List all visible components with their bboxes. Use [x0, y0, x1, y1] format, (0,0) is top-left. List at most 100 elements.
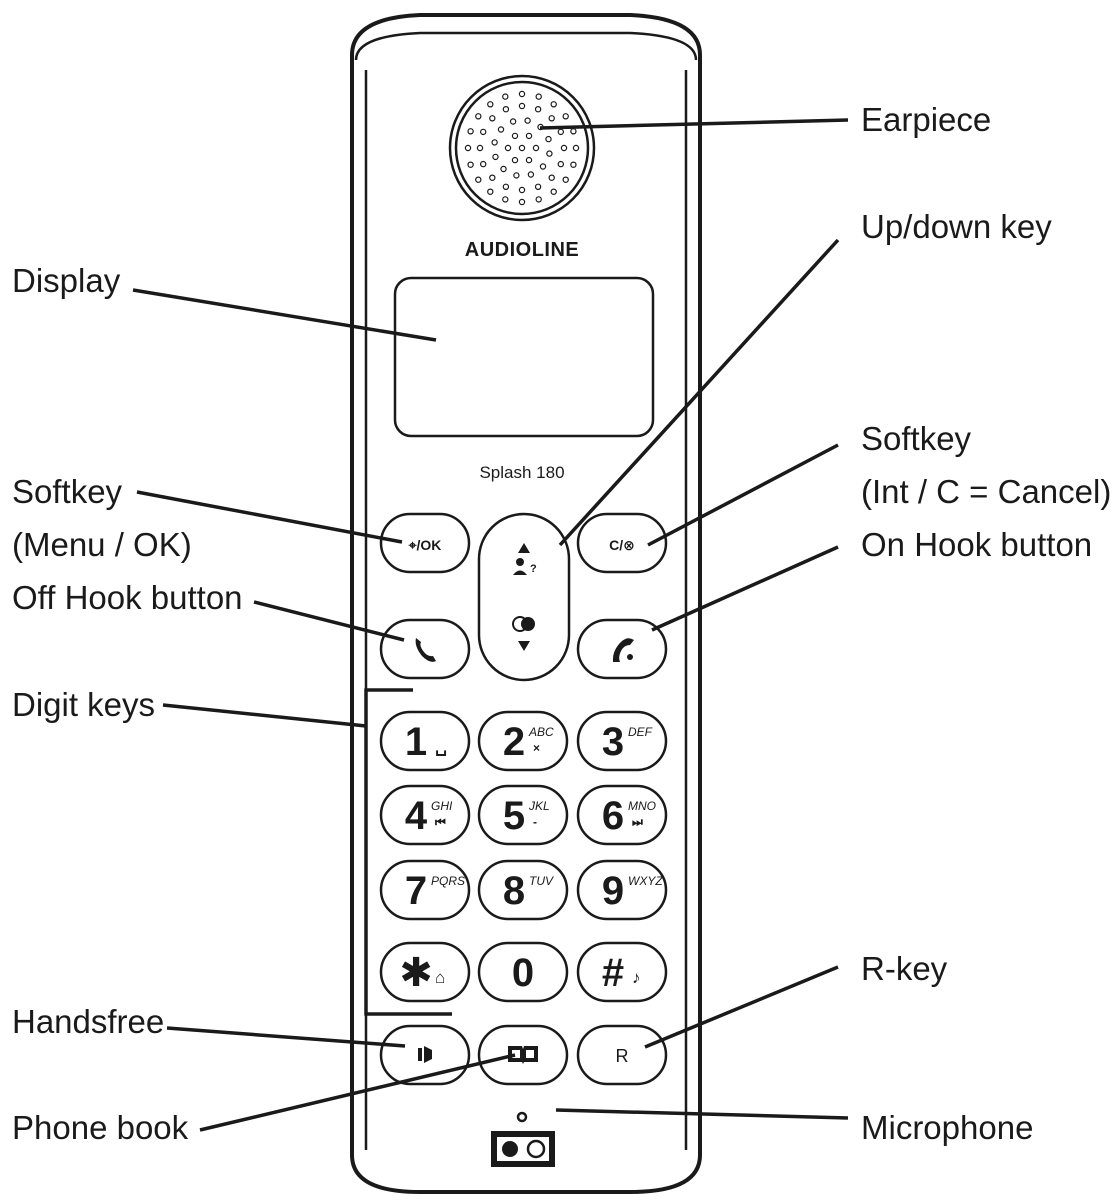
- label-softkey-right: Softkey: [861, 420, 972, 457]
- earpiece-hole: [562, 113, 569, 120]
- label-digit-keys: Digit keys: [12, 686, 155, 723]
- digit-key-11[interactable]: #♪: [576, 941, 668, 1003]
- label-softkey-right-desc: (Int / C = Cancel): [861, 473, 1111, 510]
- digit-key-10[interactable]: 0: [477, 941, 569, 1003]
- digit-key-number: 9: [602, 869, 624, 913]
- svg-text:?: ?: [530, 563, 537, 575]
- brand-logo: AUDIOLINE: [465, 239, 580, 261]
- callout-labels: Earpiece Up/down key Display Softkey (Me…: [12, 101, 1111, 1146]
- digit-key-outline: [576, 784, 668, 846]
- softkey-int-cancel-label: C/⊗: [609, 537, 635, 553]
- earpiece-hole: [545, 135, 552, 143]
- digit-key-letters: WXYZ: [628, 874, 663, 888]
- label-softkey-left-desc: (Menu / OK): [12, 526, 192, 563]
- digit-key-outline: [379, 784, 471, 846]
- digit-key-number: 0: [512, 951, 534, 995]
- digit-key-9[interactable]: ✱⌂: [379, 941, 471, 1003]
- earpiece-hole: [500, 165, 507, 173]
- earpiece-hole: [572, 144, 580, 152]
- digit-key-number: 4: [405, 794, 428, 838]
- off-hook-button[interactable]: [379, 618, 471, 680]
- label-off-hook: Off Hook button: [12, 579, 243, 616]
- label-phone-book: Phone book: [12, 1109, 189, 1146]
- earpiece-hole: [535, 93, 542, 100]
- label-on-hook: On Hook button: [861, 526, 1092, 563]
- digit-key-8[interactable]: 9 WXYZ: [576, 859, 668, 921]
- digit-key-outline: [379, 859, 471, 921]
- softkey-menu-ok-button[interactable]: ⌖/OK: [379, 512, 471, 574]
- r-key-button[interactable]: R: [576, 1024, 668, 1086]
- earpiece-hole: [467, 161, 474, 168]
- digit-keys-bracket: [364, 688, 452, 1016]
- digit-key-outline: [576, 859, 668, 921]
- earpiece-hole: [492, 153, 499, 161]
- earpiece-hole: [539, 163, 547, 170]
- earpiece-hole: [487, 188, 494, 195]
- earpiece-hole: [502, 105, 510, 113]
- earpiece-hole: [570, 161, 577, 168]
- earpiece-hole: [502, 196, 509, 203]
- contact-query-icon: ?: [513, 558, 537, 575]
- earpiece-hole: [464, 144, 472, 152]
- earpiece-hole: [480, 160, 487, 168]
- earpiece-hole: [475, 113, 482, 120]
- display-screen: [393, 276, 655, 438]
- softkey-menu-ok-label: ⌖/OK: [408, 537, 442, 553]
- digit-key-outline: [379, 941, 471, 1003]
- digit-key-number: 2: [503, 720, 525, 764]
- earpiece-hole: [548, 115, 555, 122]
- softkey-int-cancel-button[interactable]: C/⊗: [576, 512, 668, 574]
- earpiece-hole: [518, 90, 526, 98]
- digit-key-outline: [576, 710, 668, 772]
- earpiece-holes: [464, 90, 580, 206]
- earpiece-hole: [480, 128, 487, 136]
- microphone-hole: [516, 1111, 528, 1123]
- digit-key-outline: [477, 784, 569, 846]
- earpiece-hole: [518, 102, 526, 110]
- digit-key-letters: TUV: [529, 874, 554, 888]
- earpiece-hole: [513, 172, 520, 179]
- digit-key-letters: GHI: [431, 799, 453, 813]
- earpiece-hole: [489, 115, 496, 122]
- earpiece-hole: [497, 126, 505, 133]
- earpiece-hole: [532, 144, 540, 152]
- earpiece-hole: [511, 132, 519, 140]
- on-hook-button[interactable]: [576, 618, 668, 680]
- digit-key-symbol: ×: [533, 741, 540, 755]
- digit-key-outline: [477, 941, 569, 1003]
- earpiece-hole: [475, 176, 482, 183]
- earpiece-grille: [448, 74, 596, 222]
- earpiece-hole: [502, 183, 510, 190]
- label-display: Display: [12, 262, 121, 299]
- up-down-key[interactable]: ?: [477, 512, 571, 682]
- digit-key-0[interactable]: 1␣: [379, 710, 471, 772]
- digit-key-outline: [576, 941, 668, 1003]
- earpiece-hole: [527, 171, 535, 178]
- digit-key-symbol: ⌂: [435, 968, 445, 987]
- earpiece-hole: [509, 118, 517, 125]
- earpiece-hole: [535, 196, 542, 203]
- model-name: Splash 180: [479, 463, 564, 482]
- phone-off-hook-icon: [415, 638, 436, 662]
- call-log-icon: [512, 616, 535, 632]
- digit-key-letters: PQRS: [431, 874, 465, 888]
- digit-key-number: #: [602, 951, 624, 995]
- earpiece-hole: [560, 144, 568, 152]
- earpiece-hole: [562, 176, 569, 183]
- earpiece-hole: [548, 174, 555, 181]
- earpiece-hole: [557, 160, 565, 168]
- phone-book-button[interactable]: [477, 1024, 569, 1086]
- digit-key-symbol: -: [533, 815, 537, 829]
- digit-key-number: 1: [405, 720, 427, 764]
- earpiece-hole: [534, 105, 542, 113]
- speaker-icon: [418, 1046, 432, 1063]
